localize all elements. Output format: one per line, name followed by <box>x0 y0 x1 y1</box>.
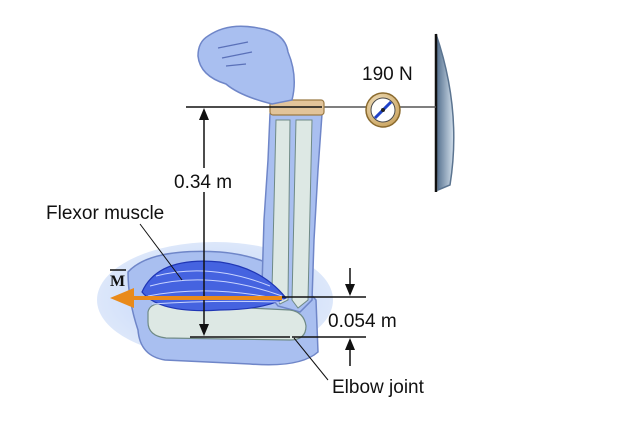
dimension-0-34m <box>170 106 322 338</box>
dimension-0-054m <box>282 268 366 366</box>
fist <box>197 25 295 105</box>
elbow-joint-label: Elbow joint <box>332 377 425 398</box>
muscle-force-vector <box>110 288 282 308</box>
distance-long-label: 0.34 m <box>174 172 232 193</box>
wall <box>434 33 455 192</box>
spring-scale-gauge <box>365 92 401 128</box>
moment-vector-letter: M <box>110 273 125 290</box>
force-label: 190 N <box>362 64 413 85</box>
distance-short-label: 0.054 m <box>328 311 397 332</box>
moment-vector-label: M <box>110 269 126 290</box>
flexor-muscle-label: Flexor muscle <box>46 203 164 224</box>
flexor-leader-line <box>139 223 183 281</box>
elbow-leader-line <box>293 337 329 381</box>
forearm-bones <box>271 119 313 309</box>
